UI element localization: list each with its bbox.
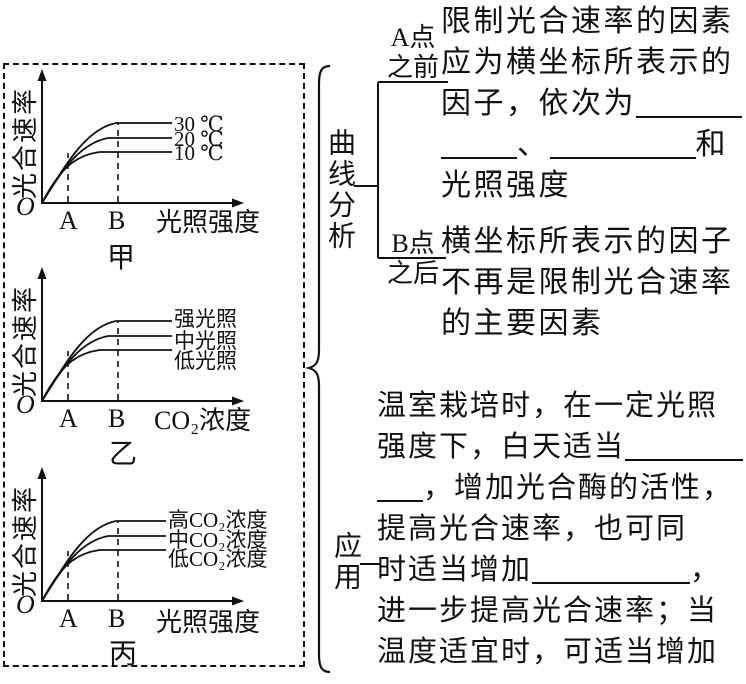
reference-dashes <box>67 521 119 600</box>
series-label: 中光照 <box>174 329 237 353</box>
reference-dashes <box>67 321 119 400</box>
origin-label: O <box>16 390 35 419</box>
x-axis-label: 光照强度 <box>156 208 260 237</box>
connector-lines <box>354 81 448 565</box>
chart-title: 丙 <box>109 639 137 670</box>
analysis-section-label: 曲线分析 <box>324 128 355 252</box>
series-label: 20 ℃ <box>174 127 224 151</box>
after-b-label: B点 之后 <box>381 229 445 289</box>
series-label: 低光照 <box>174 349 237 373</box>
origin-label: O <box>16 590 35 619</box>
axes <box>41 79 236 204</box>
x-axis-arrow <box>232 198 244 208</box>
text-line: 进一步提高光合速率；当 <box>377 595 719 627</box>
x-mark-b: B <box>108 604 125 633</box>
text-line: 的主要因素 <box>441 307 604 340</box>
text-line: 强度下，白天适当 <box>377 431 626 463</box>
series-curve <box>41 520 166 602</box>
analysis-after-text: 横坐标所表示的因子 不再是限制光合速率 的主要因素 <box>441 221 734 344</box>
analysis-before-text: 限制光合速率的因素 应为横坐标所表示的 因子，依次为 、 和 光照强度 <box>441 1 742 206</box>
chart-jia: 光合速率 O A B 光照强度 30 ℃ 20 ℃ 10 ℃ 甲 <box>11 69 260 274</box>
fill-in-blank <box>377 470 423 502</box>
grouping-brace <box>305 64 331 674</box>
reference-dashes <box>67 123 119 202</box>
x-axis-arrow <box>232 596 244 606</box>
fill-in-blank <box>636 86 742 118</box>
text-separator: 、 <box>517 128 550 161</box>
before-a-label: A点 之前 <box>381 23 445 83</box>
chart-bing: 光合速率 O A B 光照强度 高CO₂浓度 中CO₂浓度 低CO₂浓度 丙 <box>11 467 268 670</box>
point-a-label: A点 <box>390 23 436 52</box>
series-label: 强光照 <box>174 307 237 331</box>
series-curves <box>41 122 172 204</box>
application-section-label: 应用 <box>330 531 361 593</box>
axes <box>41 277 236 402</box>
series-curves <box>41 520 166 602</box>
text-line: 温度适宜时，可适当增加 <box>377 636 719 668</box>
text-line: 时适当增加 <box>377 554 533 586</box>
series-curve <box>41 320 172 402</box>
x-axis-label: 光照强度 <box>156 608 260 637</box>
x-axis-label: CO₂浓度 <box>154 406 251 435</box>
text-line: 因子，依次为 <box>441 87 636 120</box>
text-line: 应为横坐标所表示的 <box>441 46 734 79</box>
chart-title: 甲 <box>107 243 135 274</box>
text-line: 温室栽培时，在一定光照 <box>377 390 719 422</box>
text-line: 不再是限制光合速率 <box>441 266 734 299</box>
chart-yi: 光合速率 O A B CO₂浓度 强光照 中光照 低光照 乙 <box>11 267 251 470</box>
fill-in-blank <box>532 552 691 584</box>
text-line: 光照强度 <box>441 169 571 202</box>
x-mark-a: A <box>59 206 78 235</box>
text-line: ，增加光合酶的活性， <box>423 472 734 504</box>
application-text: 温室栽培时，在一定光照 强度下，白天适当 ，增加光合酶的活性， 提高光合速率，也… <box>377 386 744 673</box>
fill-in-blank <box>625 429 744 461</box>
chart-title: 乙 <box>109 439 137 470</box>
x-mark-a: A <box>59 404 78 433</box>
text-line: ， <box>690 554 722 586</box>
axes <box>41 477 236 602</box>
x-mark-b: B <box>108 404 125 433</box>
series-label: 高CO₂浓度 <box>168 508 268 532</box>
series-curves <box>41 320 172 402</box>
series-label: 中CO₂浓度 <box>168 528 268 552</box>
after-label: 之后 <box>386 259 439 288</box>
series-curve <box>41 151 172 204</box>
y-axis-arrow <box>37 267 47 279</box>
series-curve <box>41 122 172 204</box>
y-axis-arrow <box>37 69 47 81</box>
point-b-label: B点 <box>391 229 435 258</box>
x-mark-b: B <box>108 206 125 235</box>
series-label: 30 ℃ <box>174 112 224 136</box>
charts-panel <box>3 63 305 667</box>
before-label: 之前 <box>386 53 439 82</box>
text-line: 限制光合速率的因素 <box>441 5 734 38</box>
y-axis-arrow <box>37 467 47 479</box>
text-line: 横坐标所表示的因子 <box>441 225 734 258</box>
series-label: 低CO₂浓度 <box>168 547 268 571</box>
origin-label: O <box>16 192 35 221</box>
series-curve <box>41 549 166 602</box>
text-line: 提高光合速率，也可同 <box>377 513 688 545</box>
x-mark-a: A <box>59 604 78 633</box>
x-axis-arrow <box>232 396 244 406</box>
series-label: 10 ℃ <box>174 141 224 165</box>
series-curve <box>41 535 166 602</box>
fill-in-blank <box>441 127 517 159</box>
y-axis-label: 光合速率 <box>11 285 40 397</box>
series-curve <box>41 349 172 402</box>
text-line: 和 <box>695 128 728 161</box>
fill-in-blank <box>549 127 696 159</box>
y-axis-label: 光合速率 <box>11 485 40 597</box>
y-axis-label: 光合速率 <box>11 87 40 199</box>
